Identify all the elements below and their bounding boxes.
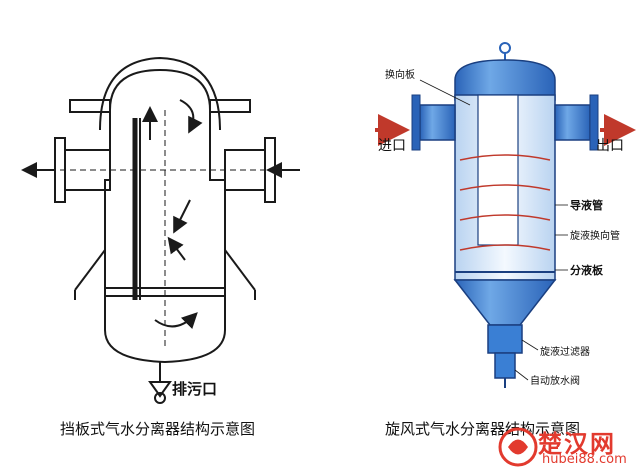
right-top-nozzle xyxy=(209,99,251,113)
top-dome xyxy=(99,56,221,131)
watermark-logo-icon xyxy=(498,427,538,467)
right-support xyxy=(224,249,256,291)
swirl-arrow-3 xyxy=(167,236,186,261)
drain-label: 排污口 xyxy=(172,380,217,398)
callout-dividing-plate: 分液板 xyxy=(570,263,604,277)
filter-housing xyxy=(487,324,523,354)
callout-baffle: 换向板 xyxy=(385,68,415,81)
cone-bottom xyxy=(453,279,557,326)
callout-drain-valve: 自动放水阀 xyxy=(530,374,580,387)
drain-valve-wheel xyxy=(154,392,166,404)
swirl-arrow-1 xyxy=(179,99,203,134)
bottom-arrow xyxy=(154,312,198,330)
watermark: 楚汉网 hubei88.com xyxy=(498,424,636,470)
callout-guide-pipe: 导液管 xyxy=(570,198,603,212)
swirl-line-2 xyxy=(459,184,551,191)
swirl-line-3 xyxy=(459,214,551,221)
inlet-label: 进口 xyxy=(378,138,406,154)
outlet-label: 出口 xyxy=(596,138,624,154)
outlet-nozzle xyxy=(554,104,591,141)
left-caption: 挡板式气水分离器结构示意图 xyxy=(60,420,256,438)
callout-swirl-plate: 旋液换向管 xyxy=(570,229,620,242)
vessel-shell xyxy=(104,68,226,364)
drain-valve-body xyxy=(494,352,516,379)
lifting-lug xyxy=(499,42,511,54)
outlet-flange-right xyxy=(589,94,599,151)
baffle-separator xyxy=(21,56,300,404)
inlet-flange-right xyxy=(411,94,421,151)
swirl-arrow-2 xyxy=(173,199,191,234)
drain-valve xyxy=(148,381,172,398)
swirl-line-1 xyxy=(459,154,551,161)
left-top-nozzle xyxy=(69,99,111,113)
inlet-nozzle xyxy=(419,104,456,141)
guide-pipe xyxy=(477,94,519,246)
left-support xyxy=(74,249,106,291)
watermark-subtitle: hubei88.com xyxy=(542,452,627,467)
watermark-title: 楚汉网 xyxy=(538,430,616,458)
cyclone-separator xyxy=(375,42,636,388)
callout-filter: 旋液过滤器 xyxy=(540,345,590,358)
swirl-line-4 xyxy=(459,244,551,251)
callout-leaders xyxy=(419,79,568,381)
top-head xyxy=(454,59,556,101)
